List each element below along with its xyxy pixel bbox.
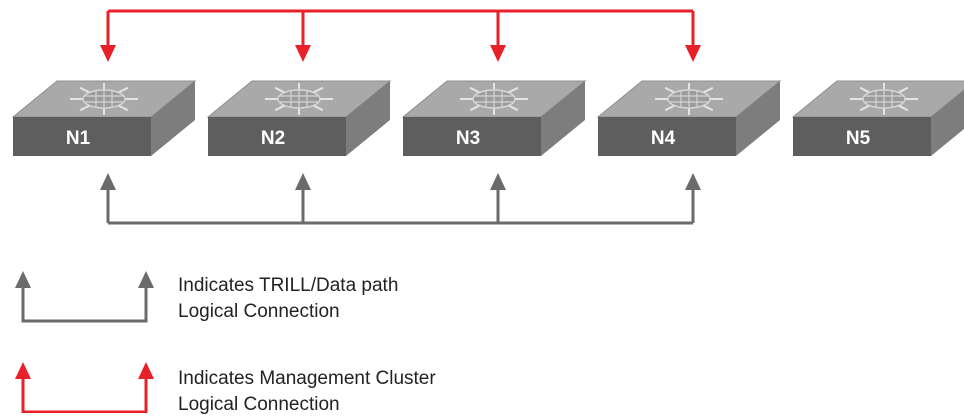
network-switch-icon [850, 83, 918, 115]
data-path-arrowhead [100, 173, 116, 190]
data-path-arrowhead [685, 173, 701, 190]
switch-front-face [208, 117, 346, 156]
switch-side-face [151, 81, 195, 156]
legend-management-line1: Indicates Management Cluster [178, 368, 436, 389]
legend-arrowhead-left [15, 362, 31, 379]
switch-label: N2 [261, 128, 285, 149]
switch-side-face [346, 81, 390, 156]
legend-arrowhead-left [15, 271, 31, 288]
switch-front-face [13, 117, 151, 156]
switch-front-face [793, 117, 931, 156]
legend-management-text: Indicates Management Cluster Logical Con… [178, 366, 436, 418]
legend-data-path-text: Indicates TRILL/Data path Logical Connec… [178, 273, 398, 325]
switch-front-face [403, 117, 541, 156]
legend-arrowhead-right [138, 271, 154, 288]
management-arrowhead [100, 45, 116, 62]
switch-label: N4 [651, 128, 676, 149]
management-arrowhead [295, 45, 311, 62]
switch-label: N1 [66, 128, 91, 149]
switch-n1: N1 [11, 80, 197, 156]
switch-n4: N4 [596, 80, 782, 156]
legend-data-path-line1: Indicates TRILL/Data path [178, 275, 399, 296]
network-switch-icon [655, 83, 723, 115]
switch-front-face [598, 117, 736, 156]
switch-row: N1 N2 N3 N4 N5 [11, 80, 964, 156]
switch-n3: N3 [401, 80, 587, 156]
network-switch-icon [265, 83, 333, 115]
data-path-arrowhead [295, 173, 311, 190]
switch-side-face [931, 90, 964, 156]
management-arrowhead [685, 45, 701, 62]
legend-arrowhead-right [138, 362, 154, 379]
management-cluster-connections [100, 9, 701, 62]
switch-side-face [736, 81, 780, 156]
network-switch-icon [460, 83, 528, 115]
switch-label: N3 [456, 128, 480, 149]
switch-n2: N2 [206, 80, 392, 156]
network-switch-icon [70, 83, 138, 115]
legend-management-line2: Logical Connection [178, 394, 340, 415]
legend-data-path-line2: Logical Connection [178, 301, 340, 322]
switch-label: N5 [846, 128, 871, 149]
data-path-arrowhead [490, 173, 506, 190]
trill-data-path-connections [100, 173, 701, 225]
management-connection-icon [15, 362, 154, 413]
switch-n5: N5 [791, 80, 964, 156]
management-arrowhead [490, 45, 506, 62]
legend-icons [15, 271, 154, 413]
switch-side-face [541, 81, 585, 156]
data-path-connection-icon [15, 271, 154, 323]
